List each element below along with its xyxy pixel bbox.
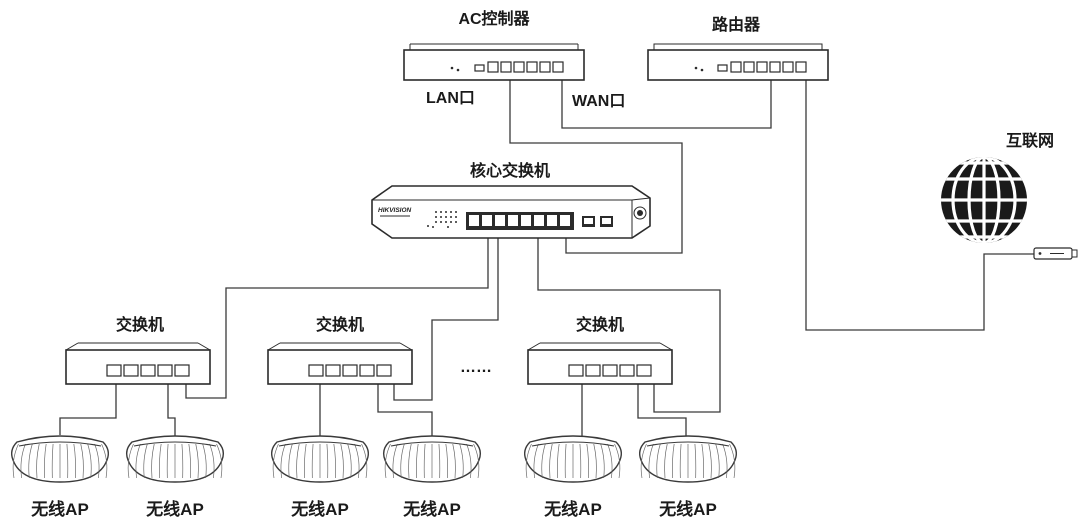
wire-ac-wan-to-router [561, 80, 772, 129]
router-label: 路由器 [712, 15, 761, 34]
core-switch-label: 核心交换机 [470, 161, 550, 180]
ap-4-label: 无线AP [402, 499, 461, 519]
switch-2-label: 交换机 [316, 315, 364, 334]
wan-port-label: WAN口 [572, 93, 625, 110]
switch-2-device-icon [267, 342, 413, 385]
switch-3-label: 交换机 [576, 315, 624, 334]
labels: AC控制器 路由器 LAN口 WAN口 核心交换机 互联网 交换机 交换机 交换… [30, 9, 1054, 519]
switch-3-device-icon [527, 342, 673, 385]
ap-4-device-icon [382, 435, 482, 483]
wire-switch-2-to-ap-4 [377, 384, 433, 436]
ap-5-device-icon [523, 435, 623, 483]
ac-controller-device-icon [403, 43, 585, 81]
lan-port-label: LAN口 [426, 90, 475, 107]
wire-switch-1-to-ap-1 [59, 384, 117, 435]
wire-ac-lan-to-core [509, 80, 683, 254]
fiber-modem-icon [1033, 247, 1078, 260]
ap-3-label: 无线AP [290, 499, 349, 519]
ac-controller-label: AC控制器 [458, 9, 530, 28]
router-device-icon [647, 43, 829, 81]
ap-2-label: 无线AP [145, 499, 204, 519]
hikvision-logo: HIKVISION [378, 207, 412, 214]
ap-1-device-icon [10, 435, 110, 483]
ap-5-label: 无线AP [543, 499, 602, 519]
wires [59, 80, 1036, 436]
globe-icon [941, 157, 1027, 243]
switch-1-label: 交换机 [116, 315, 164, 334]
ap-1-label: 无线AP [30, 499, 89, 519]
ap-6-label: 无线AP [658, 499, 717, 519]
core-switch-device-icon: HIKVISION [371, 185, 651, 239]
wire-switch-3-to-ap-6 [637, 384, 687, 436]
wire-switch-1-to-ap-2 [167, 384, 176, 436]
wire-core-to-switch-1 [185, 230, 489, 399]
ap-6-device-icon [638, 435, 738, 483]
ap-2-device-icon [125, 435, 225, 483]
access-points [10, 435, 738, 483]
wire-router-to-modem [805, 80, 1036, 331]
ap-3-device-icon [270, 435, 370, 483]
wire-core-to-switch-2 [393, 230, 499, 401]
more-switches-ellipsis: …… [460, 359, 492, 376]
switch-1-device-icon [65, 342, 211, 385]
wire-core-to-switch-3 [537, 230, 721, 413]
internet-label: 互联网 [1006, 132, 1054, 150]
